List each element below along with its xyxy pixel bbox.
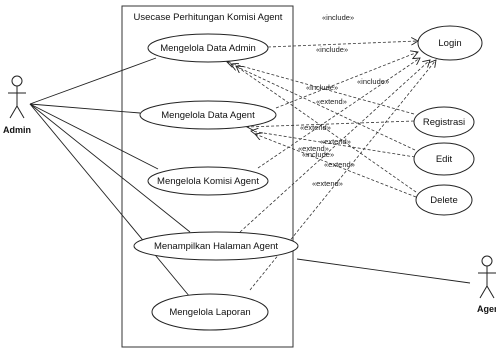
svg-text:Menampilkan Halaman Agent: Menampilkan Halaman Agent xyxy=(154,241,278,252)
actor-agent xyxy=(478,255,496,299)
system-boundary xyxy=(121,5,294,348)
usecase-login[interactable]: Login xyxy=(417,25,483,61)
actor-admin-label: Admin xyxy=(3,125,31,135)
rel-label-extend-1: «extend» xyxy=(316,97,347,106)
rel-label-include-3: «include» xyxy=(357,77,389,86)
svg-text:Mengelola Komisi Agent: Mengelola Komisi Agent xyxy=(157,176,259,187)
include-laporan-login xyxy=(249,60,436,291)
rel-label-extend-3: «extend» xyxy=(320,137,351,146)
extend-delete-agent xyxy=(255,134,417,198)
rel-label-include-5: «include» xyxy=(302,150,334,159)
rel-label-extend-4: «extend» xyxy=(298,144,329,153)
svg-text:Registrasi: Registrasi xyxy=(423,117,465,128)
svg-text:Login: Login xyxy=(438,38,461,49)
rel-label-extend-5: «extend» xyxy=(324,160,355,169)
system-title: Usecase Perhitungan Komisi Agent xyxy=(134,12,283,23)
include-agent-login xyxy=(275,52,418,109)
usecase-kelola-laporan[interactable]: Mengelola Laporan xyxy=(151,293,269,331)
usecase-tampil-agent[interactable]: Menampilkan Halaman Agent xyxy=(133,231,299,261)
rel-label-include-2: «include» xyxy=(316,45,348,54)
svg-text:Mengelola Data Agent: Mengelola Data Agent xyxy=(161,110,255,121)
usecase-kelola-admin[interactable]: Mengelola Data Admin xyxy=(147,33,269,63)
extend-edit-admin xyxy=(231,64,416,151)
extend-registrasi-agent xyxy=(247,120,415,127)
svg-text:Mengelola Data Admin: Mengelola Data Admin xyxy=(160,43,256,54)
usecase-kelola-komisi[interactable]: Mengelola Komisi Agent xyxy=(147,166,269,196)
include-komisi-login xyxy=(257,58,420,169)
rel-label-include-4: «include» xyxy=(306,83,338,92)
extend-edit-agent xyxy=(251,131,416,158)
extend-registrasi-admin xyxy=(227,62,415,115)
svg-text:Delete: Delete xyxy=(430,195,457,206)
dependency-lines xyxy=(227,41,436,291)
usecase-delete[interactable]: Delete xyxy=(415,184,473,216)
usecase-registrasi[interactable]: Registrasi xyxy=(413,106,475,138)
include-admin-login xyxy=(267,41,418,48)
rel-label-include-1: «include» xyxy=(322,13,354,22)
include-tampil-login xyxy=(239,60,430,233)
rel-label-extend-6: «extend» xyxy=(312,179,343,188)
rel-label-extend-2: «extend» xyxy=(300,123,331,132)
actor-admin xyxy=(8,75,26,119)
actor-agent-label: Agent xyxy=(477,304,496,314)
svg-text:Edit: Edit xyxy=(436,154,453,165)
association-lines xyxy=(29,57,471,298)
usecase-edit[interactable]: Edit xyxy=(413,142,475,176)
svg-text:Mengelola Laporan: Mengelola Laporan xyxy=(169,307,250,318)
relation-labels: «include» «include» «include» «include» … xyxy=(298,13,389,188)
extend-delete-admin xyxy=(236,66,417,193)
usecase-kelola-agent[interactable]: Mengelola Data Agent xyxy=(139,100,277,130)
